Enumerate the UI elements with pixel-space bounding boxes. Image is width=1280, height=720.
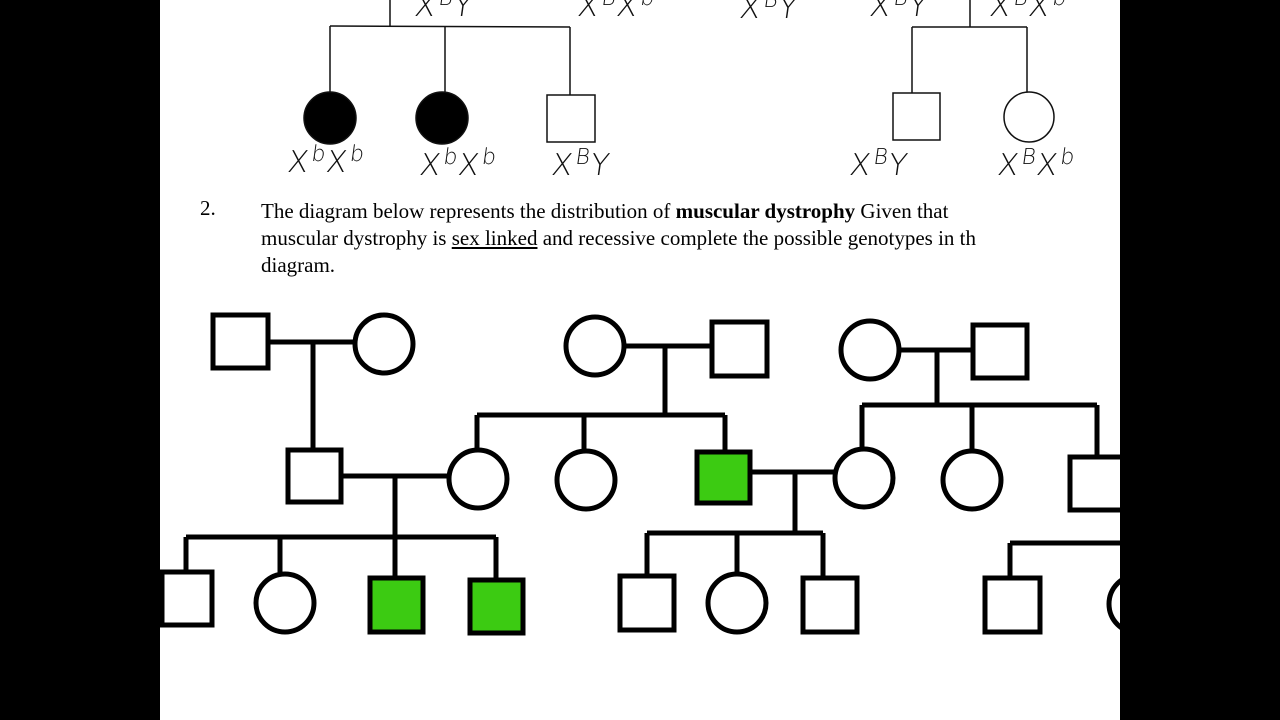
female: [705, 571, 769, 635]
affected-male: [694, 449, 753, 506]
male: [285, 447, 344, 505]
underlined-term: sex linked: [451, 226, 538, 250]
affected-female: [415, 91, 469, 145]
bold-term: muscular dystrophy: [675, 199, 856, 223]
unaffected-male: [892, 92, 941, 141]
female: [352, 312, 416, 376]
female: [832, 446, 896, 510]
male: [210, 312, 271, 371]
female: [1106, 578, 1120, 630]
pedigree-top: [303, 0, 1055, 145]
male: [970, 322, 1030, 381]
unaffected-male: [546, 94, 596, 143]
female: [838, 318, 902, 382]
male: [1067, 454, 1120, 513]
question-text: The diagram below represents the distrib…: [261, 198, 1120, 279]
female: [563, 314, 627, 378]
pedigree-muscular-dystrophy: [160, 312, 1120, 636]
male: [617, 573, 677, 633]
male: [800, 575, 860, 635]
male: [982, 575, 1043, 635]
unaffected-female: [1003, 91, 1055, 143]
sibship-line: [329, 25, 571, 28]
question-text-part: muscular dystrophy is: [261, 226, 452, 250]
male: [160, 569, 215, 628]
worksheet-page: XBY XBXb XBY XBY XBXb XbXb XbXb XBY XBY …: [160, 0, 1120, 720]
affected-female: [303, 91, 357, 145]
male: [709, 319, 770, 379]
question-text-part: and recessive complete the possible geno…: [537, 226, 977, 250]
affected-male: [467, 577, 526, 636]
female: [554, 448, 618, 512]
affected-male: [367, 575, 426, 635]
female: [940, 448, 1004, 512]
female: [446, 447, 510, 511]
question-text-part: diagram.: [261, 253, 336, 277]
female: [253, 571, 317, 635]
question-text-part: The diagram below represents the distrib…: [261, 199, 676, 223]
question-number: 2.: [200, 196, 216, 220]
question-text-part: Given that: [855, 199, 949, 223]
